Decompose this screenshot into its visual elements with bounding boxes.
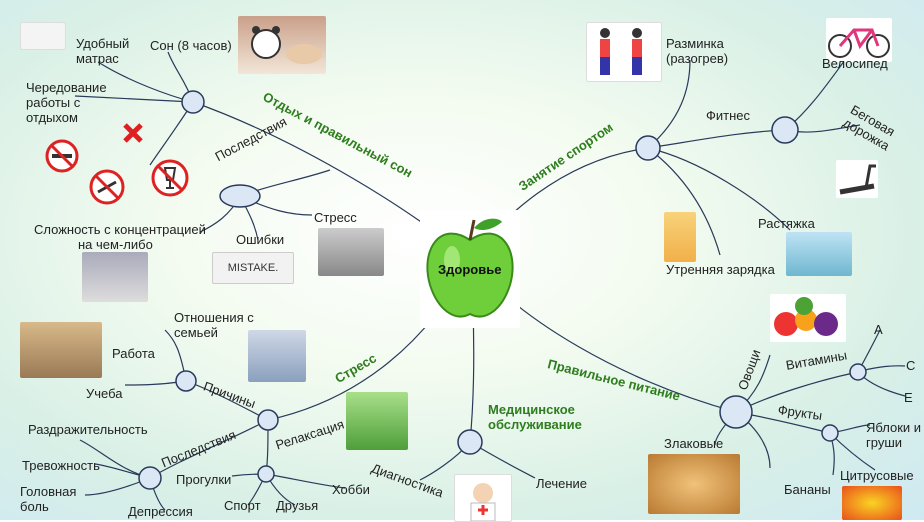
label-stretching: Растяжка: [758, 216, 815, 231]
label-work: Работа: [112, 346, 155, 361]
node-vitamins: [849, 363, 867, 381]
node-reasons: [175, 370, 197, 392]
label-vit-e: E: [904, 390, 913, 405]
label-bicycle: Велосипед: [822, 56, 888, 71]
node-rest: [181, 90, 205, 114]
label-vit-c: C: [906, 358, 916, 373]
mistake-image: MISTAKE.: [212, 252, 294, 284]
node-medical: [457, 429, 483, 455]
node-sport: [635, 135, 661, 161]
center-label: Здоровье: [438, 262, 502, 277]
concentration-image: [82, 252, 148, 302]
stretching-image: [786, 232, 852, 276]
no-alcohol-icon: [150, 158, 190, 198]
family-image: [248, 330, 306, 382]
node-consequences-stress: [138, 466, 162, 490]
label-walks: Прогулки: [176, 472, 232, 487]
label-depression: Депрессия: [128, 504, 193, 519]
label-bananas: Бананы: [784, 482, 831, 497]
label-sleep: Сон (8 часов): [150, 38, 232, 53]
branch-medical: Медицинское обслуживание: [488, 402, 582, 432]
label-study: Учеба: [86, 386, 123, 401]
node-relaxation: [257, 465, 275, 483]
forbidden-icon: [122, 122, 144, 144]
label-friends: Друзья: [276, 498, 319, 513]
label-sport: Спорт: [224, 498, 261, 513]
treadmill-image: [836, 160, 878, 198]
no-smoking-icon: [44, 138, 80, 174]
label-mistakes: Ошибки: [236, 232, 285, 247]
vegetables-image: [770, 294, 846, 342]
label-anxiety: Тревожность: [22, 458, 100, 473]
apple-image: Здоровье: [420, 210, 520, 328]
label-warmup: Разминка(разогрев): [666, 36, 729, 66]
doctor-image: [454, 474, 512, 522]
node-nutrition: [719, 395, 753, 429]
label-irritability: Раздражительность: [28, 422, 148, 437]
node-consequences-rest: [219, 184, 261, 208]
citrus-image: [842, 486, 902, 520]
label-fitness: Фитнес: [706, 108, 751, 123]
morning-exercise-image: [664, 212, 696, 262]
mattress-image: [20, 22, 66, 50]
warmup-image: [586, 22, 662, 82]
sleep-image: [238, 16, 326, 74]
label-treatment: Лечение: [536, 476, 588, 491]
bicycle-image: [826, 18, 892, 62]
label-vit-a: A: [874, 322, 883, 337]
node-stress: [257, 409, 279, 431]
node-fitness: [771, 116, 799, 144]
label-stress-node: Стресс: [314, 210, 357, 225]
label-cereals: Злаковые: [664, 436, 724, 451]
no-drugs-icon: [88, 168, 126, 206]
label-morning: Утренняя зарядка: [666, 262, 775, 277]
label-hobby: Хобби: [332, 482, 370, 497]
cereals-image: [648, 454, 740, 514]
stress-image: [318, 228, 384, 276]
node-fruits: [821, 424, 839, 442]
work-image: [20, 322, 102, 378]
label-citrus: Цитрусовые: [840, 468, 914, 483]
yoga-image: [346, 392, 408, 450]
